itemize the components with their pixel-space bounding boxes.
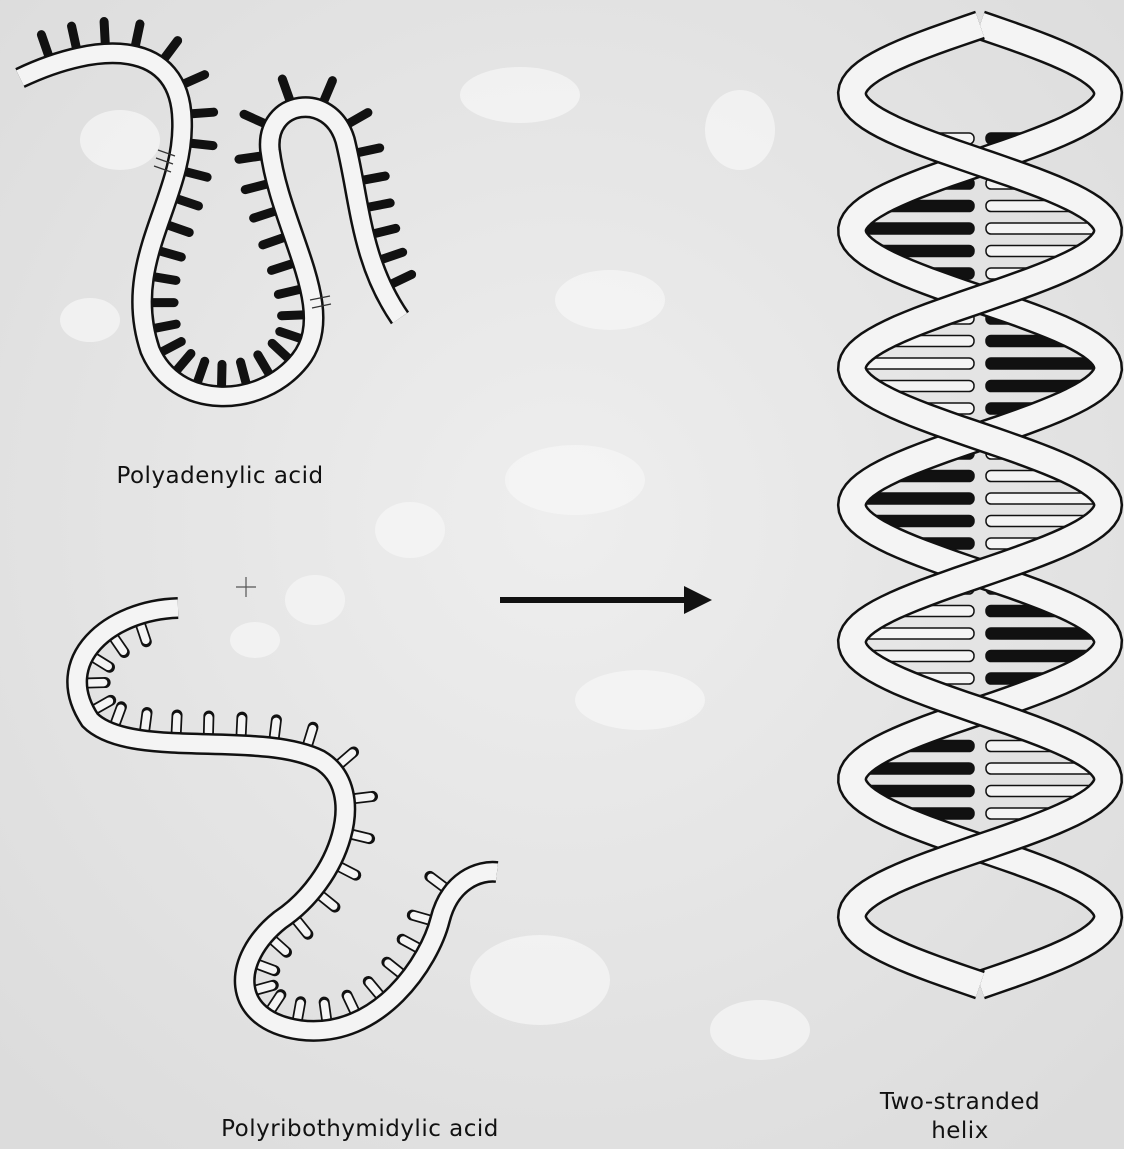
thymine-base-fill <box>241 719 242 734</box>
thymine-pair-half <box>986 223 1102 234</box>
adenine-base <box>191 143 213 145</box>
adenine-base <box>364 176 386 180</box>
thymine-pair-half <box>859 358 974 369</box>
adenine-base <box>241 362 247 383</box>
adenine-base <box>160 251 181 257</box>
adenine-base <box>104 22 105 44</box>
adenine-base <box>374 228 395 233</box>
thymine-base-fill <box>308 729 312 743</box>
adenine-base <box>369 203 391 207</box>
adenine-base <box>278 289 299 294</box>
thymine-base-fill <box>356 797 371 799</box>
thymine-base-fill <box>414 916 428 920</box>
two-stranded-label-line1: Two-stranded <box>860 1088 1060 1117</box>
thymine-base-fill <box>257 986 271 990</box>
polyadenylic-acid-label-text: Polyadenylic acid <box>100 462 340 491</box>
adenine-base <box>239 156 261 159</box>
adenine-base <box>186 172 207 177</box>
adenine-base <box>135 24 140 46</box>
adenine-pair-half <box>986 358 1101 369</box>
polyribothymidylic-acid-label-text: Polyribothymidylic acid <box>190 1115 530 1144</box>
thymine-base-fill <box>324 1004 326 1019</box>
thymine-base-fill <box>116 708 121 722</box>
adenine-base <box>192 112 214 114</box>
polyribothymidylic-acid-label: Polyribothymidylic acid <box>190 1115 530 1144</box>
adenine-base <box>282 315 304 316</box>
polyadenylic-acid-label: Polyadenylic acid <box>100 462 340 491</box>
adenine-base <box>245 184 266 190</box>
thymine-base-fill <box>141 626 146 640</box>
two-stranded-label-line2: helix <box>860 1117 1060 1146</box>
thymine-base-fill <box>145 714 147 729</box>
adenine-pair-half <box>858 223 974 234</box>
thymine-base-fill <box>354 835 369 839</box>
adenine-base <box>155 324 177 328</box>
two-stranded-helix-label: Two-stranded helix <box>860 1088 1060 1146</box>
adenine-base <box>154 277 176 281</box>
thymine-base-fill <box>298 1003 301 1018</box>
adenine-base <box>358 148 380 153</box>
thymine-base-fill <box>176 716 177 731</box>
thymine-base-fill <box>274 721 276 736</box>
thymine-base-fill <box>259 965 273 970</box>
adenine-base <box>72 26 77 47</box>
